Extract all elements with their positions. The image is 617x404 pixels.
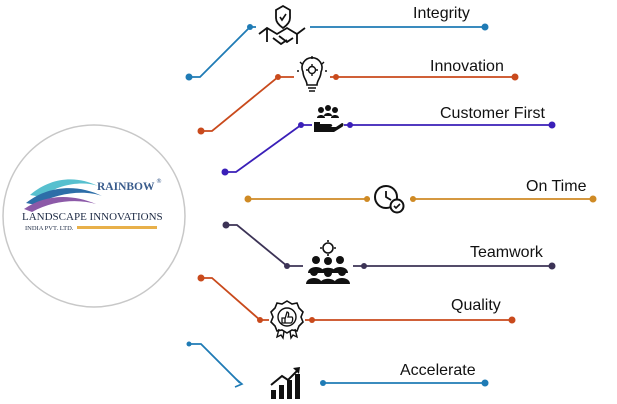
icon-dot-left bbox=[275, 74, 281, 80]
label-teamwork: Teamwork bbox=[470, 244, 544, 261]
icon-dot-left bbox=[257, 317, 263, 323]
icon-dot-left bbox=[247, 24, 253, 30]
start-dot bbox=[244, 195, 252, 203]
clock-check-icon bbox=[370, 183, 410, 215]
swoosh-icon bbox=[24, 179, 102, 212]
connector-line bbox=[189, 26, 485, 78]
connector-line bbox=[225, 124, 552, 173]
connector-line bbox=[226, 224, 552, 267]
start-dot bbox=[185, 73, 193, 81]
connector-line bbox=[201, 76, 515, 132]
handshake-shield-icon bbox=[256, 4, 310, 52]
value-row-quality: Quality bbox=[197, 274, 516, 340]
icon-dot-left bbox=[284, 263, 290, 269]
value-row-teamwork: Teamwork bbox=[222, 221, 556, 285]
logo-underline bbox=[77, 226, 157, 229]
logo-circle bbox=[2, 124, 186, 308]
quality-badge-icon bbox=[269, 299, 305, 340]
value-row-customer-first: Customer First bbox=[221, 104, 556, 176]
lightbulb-gear-icon bbox=[294, 56, 330, 96]
logo-line2: INDIA PVT. LTD. bbox=[25, 225, 74, 232]
label-integrity: Integrity bbox=[413, 5, 470, 22]
connector-line bbox=[189, 343, 241, 384]
start-dot bbox=[221, 168, 229, 176]
label-on-time: On Time bbox=[526, 178, 587, 195]
end-dot bbox=[548, 121, 556, 129]
value-row-integrity: Integrity bbox=[185, 4, 489, 81]
start-dot bbox=[197, 274, 205, 282]
growth-chart-icon bbox=[270, 367, 300, 399]
icon-dot-right bbox=[320, 380, 326, 386]
end-dot bbox=[508, 316, 516, 324]
icon-dot-left bbox=[298, 122, 304, 128]
end-dot bbox=[589, 195, 597, 203]
label-quality: Quality bbox=[451, 297, 501, 314]
icon-dot-left bbox=[364, 196, 370, 202]
value-row-on-time: On Time bbox=[244, 178, 597, 215]
end-dot bbox=[481, 23, 489, 31]
icon-dot-right bbox=[309, 317, 315, 323]
logo-brand: RAINBOW bbox=[97, 181, 155, 193]
end-dot bbox=[481, 379, 489, 387]
label-customer-first: Customer First bbox=[440, 105, 545, 122]
start-dot bbox=[197, 127, 205, 135]
label-innovation: Innovation bbox=[430, 58, 504, 75]
icon-dot-right bbox=[347, 122, 353, 128]
label-accelerate: Accelerate bbox=[400, 362, 476, 379]
start-dot bbox=[186, 341, 192, 347]
icon-dot-right bbox=[361, 263, 367, 269]
end-dot bbox=[511, 73, 519, 81]
arrow-head-icon bbox=[234, 378, 244, 388]
team-group-icon bbox=[303, 240, 353, 285]
connector-line bbox=[201, 277, 512, 321]
value-row-accelerate: Accelerate bbox=[186, 341, 489, 399]
end-dot bbox=[548, 262, 556, 270]
registered-mark: ® bbox=[156, 178, 162, 185]
logo-line1: LANDSCAPE INNOVATIONS bbox=[22, 211, 163, 223]
customer-group-hand-icon bbox=[312, 104, 344, 136]
company-logo: RAINBOW ® LANDSCAPE INNOVATIONS INDIA PV… bbox=[2, 124, 186, 308]
icon-dot-right bbox=[410, 196, 416, 202]
icon-dot-right bbox=[333, 74, 339, 80]
start-dot bbox=[222, 221, 230, 229]
value-row-innovation: Innovation bbox=[197, 56, 519, 135]
